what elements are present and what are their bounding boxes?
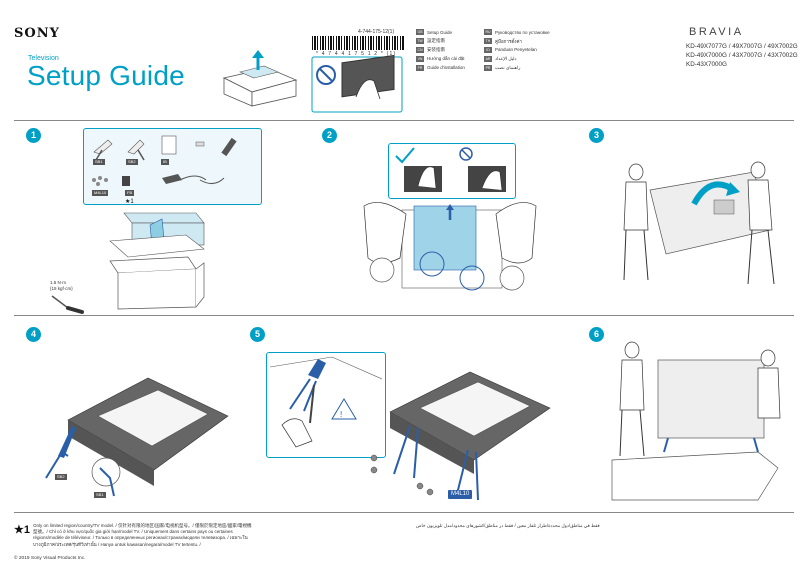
language-code: PR xyxy=(484,64,492,71)
language-code: GB xyxy=(416,29,424,36)
product-category: Television xyxy=(28,55,59,62)
stand-tag-sb1: SB1 xyxy=(94,492,106,498)
language-code: ID xyxy=(484,46,492,53)
language-name: Guide d'installation xyxy=(427,65,465,71)
torque-spec: 1.5 N·m {15 kgf·cm} xyxy=(50,280,73,291)
copyright: © 2019 Sony Visual Products Inc. xyxy=(14,556,86,561)
part-number: 4-744-175-12(1) xyxy=(358,29,395,35)
lift-tv-from-box-illustration xyxy=(363,202,537,291)
model-line: KD-49X7077G / 49X7007G / 49X7002G xyxy=(686,43,798,50)
language-name: คู่มือการตั้งค่า xyxy=(495,38,523,44)
secure-screws-illustration xyxy=(370,371,551,501)
language-code: VN xyxy=(416,55,424,62)
language-name: 安装指南 xyxy=(427,46,445,52)
divider xyxy=(14,120,794,121)
unboxing-illustration xyxy=(109,212,205,310)
language-name: راهنمای نصب xyxy=(495,64,521,70)
stand-tag-sb2: SB2 xyxy=(55,474,67,480)
language-name: دليل الإعداد xyxy=(495,55,517,61)
screwdriver-icon xyxy=(51,295,84,314)
carry-tv-illustration xyxy=(623,161,775,285)
part-tag-sb2: SB2 xyxy=(126,159,138,165)
sony-logo: SONY xyxy=(14,26,60,41)
language-name: Setup Guide xyxy=(427,29,453,35)
model-line: KD-43X7000G xyxy=(686,61,727,68)
torque-value: 1.5 N·m xyxy=(50,280,67,285)
language-code: RU xyxy=(484,29,492,36)
part-tag-sb1: SB1 xyxy=(93,159,105,165)
step-5-badge: 5 xyxy=(250,327,265,342)
stand-detail-illustration: ! xyxy=(269,356,383,448)
svg-text:!: ! xyxy=(340,410,342,419)
tv-box-lift-illustration xyxy=(222,50,298,107)
step-2-badge: 2 xyxy=(322,128,337,143)
part-footnote-mark: ★1 xyxy=(125,199,134,205)
step-3-badge: 3 xyxy=(589,128,604,143)
screw-tag-m4l10: M4L10 xyxy=(448,490,473,499)
series-logo: BRAVIA xyxy=(689,26,744,38)
barcode-number: * 4 7 4 4 1 7 5 1 2 * (1) xyxy=(316,51,397,57)
footnote-text: Only on limited region/country/TV model.… xyxy=(33,523,252,547)
step-4-badge: 4 xyxy=(26,327,41,342)
language-code: FR xyxy=(416,64,424,71)
language-code: TH xyxy=(484,38,492,45)
divider xyxy=(14,315,794,316)
step-1-badge: 1 xyxy=(26,128,41,143)
language-name: Руководство по установке xyxy=(495,29,550,35)
do-not-touch-screen-illustration xyxy=(311,54,403,113)
language-code: CN xyxy=(416,46,424,53)
footnote-arabic: فقط في مناطق/دول محددة/طراز تلفاز معين /… xyxy=(416,523,600,528)
language-name: Hướng dẫn cài đặt xyxy=(427,56,465,62)
stand-detail-panel xyxy=(266,352,386,458)
model-list: KD-49X7077G / 49X7007G / 49X7002G KD-49X… xyxy=(686,42,798,69)
divider xyxy=(14,512,794,513)
torque-value-kgf: {15 kgf·cm} xyxy=(50,285,73,291)
language-name: Panduan Penyetelan xyxy=(495,47,537,53)
attach-stands-illustration xyxy=(45,377,229,497)
place-tv-illustration xyxy=(611,341,781,501)
language-name: 設定指南 xyxy=(427,38,445,44)
step-6-badge: 6 xyxy=(589,327,604,342)
correct-handling-illustration xyxy=(395,147,506,192)
part-tag-ib: IB xyxy=(161,159,169,165)
language-code: TW xyxy=(416,38,424,45)
part-tag-m4l10: M4L10 xyxy=(92,190,109,196)
page-title: Setup Guide xyxy=(27,60,185,91)
model-line: KD-49X7000G / 43X7007G / 43X7002G xyxy=(686,52,798,59)
footnote-mark: ★1 xyxy=(14,524,30,536)
language-code: AR xyxy=(484,55,492,62)
part-tag-fb: FB xyxy=(125,190,135,196)
accessories-illustration xyxy=(92,135,237,186)
barcode xyxy=(312,36,404,50)
